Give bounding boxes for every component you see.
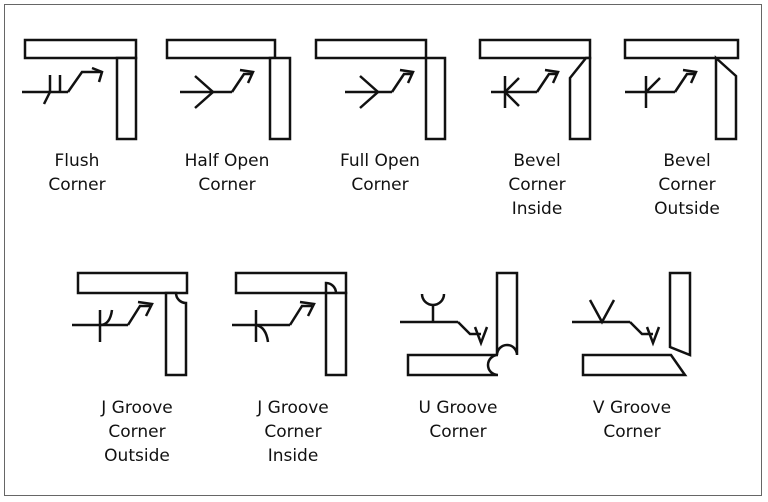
arrow-leader <box>390 72 412 93</box>
j-groove-weld-symbol <box>254 310 270 343</box>
j-grooved-horizontal-plate <box>234 271 348 295</box>
u-grooved-vertical-plate <box>495 271 519 356</box>
u-groove-weld-symbol <box>420 293 446 322</box>
u-grooved-horizontal-plate <box>406 353 499 377</box>
bevel-corner-inside-label: Bevel Corner Inside <box>508 151 566 219</box>
arrowhead <box>91 66 104 83</box>
arrow-leader <box>66 70 102 93</box>
vertical-plate <box>268 56 292 141</box>
beveled-vertical-plate <box>568 56 592 141</box>
horizontal-plate <box>478 38 592 60</box>
arrowhead <box>399 68 415 84</box>
v-groove-weld-symbol <box>588 299 616 325</box>
flush-corner-label: Flush Corner <box>48 151 106 195</box>
flush-corner-figure <box>22 38 138 141</box>
flush-weld-symbol <box>42 75 62 105</box>
bevel-weld-symbol <box>503 76 520 108</box>
full-open-corner-label: Full Open Corner <box>340 151 420 195</box>
j-grooved-vertical-plate <box>164 291 188 377</box>
j-groove-corner-inside-figure <box>232 271 348 377</box>
v-groove-corner-label: V Groove Corner <box>592 398 672 442</box>
vertical-plate <box>324 291 348 377</box>
beveled-horizontal-plate <box>581 353 688 377</box>
horizontal-plate <box>314 38 428 60</box>
j-groove-corner-outside-figure <box>72 271 189 377</box>
half-open-corner-label: Half Open Corner <box>184 151 270 195</box>
j-groove-corner-inside-label: J Groove Corner Inside <box>257 398 329 466</box>
j-groove-weld-symbol <box>98 309 114 342</box>
arrowhead <box>137 300 154 317</box>
j-groove-corner-outside-label: J Groove Corner Outside <box>101 398 173 466</box>
full-open-weld-symbol <box>359 75 380 109</box>
horizontal-plate <box>165 38 277 60</box>
vertical-plate <box>115 56 138 141</box>
horizontal-plate <box>623 38 740 60</box>
arrow-leader <box>126 304 150 326</box>
vertical-plate <box>424 56 447 141</box>
arrowhead <box>682 68 698 84</box>
horizontal-plate <box>23 38 138 60</box>
bevel-corner-outside-figure <box>623 38 740 141</box>
arrowhead <box>299 300 316 317</box>
arrowhead <box>645 326 661 347</box>
beveled-vertical-plate <box>668 271 692 357</box>
arrowhead <box>239 68 255 84</box>
arrowhead <box>473 326 489 347</box>
beveled-vertical-plate <box>714 55 738 141</box>
arrow-leader <box>288 304 312 326</box>
arrowhead <box>544 68 560 84</box>
bevel-weld-symbol <box>644 76 661 108</box>
arrow-leader <box>673 72 695 93</box>
bevel-corner-outside-label: Bevel Corner Outside <box>654 151 720 219</box>
bevel-corner-inside-figure <box>478 38 592 141</box>
half-open-weld-symbol <box>194 75 215 109</box>
horizontal-plate <box>76 271 189 295</box>
arrow-leader <box>535 72 557 93</box>
full-open-corner-figure <box>314 38 447 141</box>
half-open-corner-figure <box>165 38 292 141</box>
v-groove-corner-figure <box>572 271 692 377</box>
u-groove-corner-label: U Groove Corner <box>418 398 498 442</box>
arrow-leader <box>230 72 252 93</box>
u-groove-corner-figure <box>400 271 519 377</box>
